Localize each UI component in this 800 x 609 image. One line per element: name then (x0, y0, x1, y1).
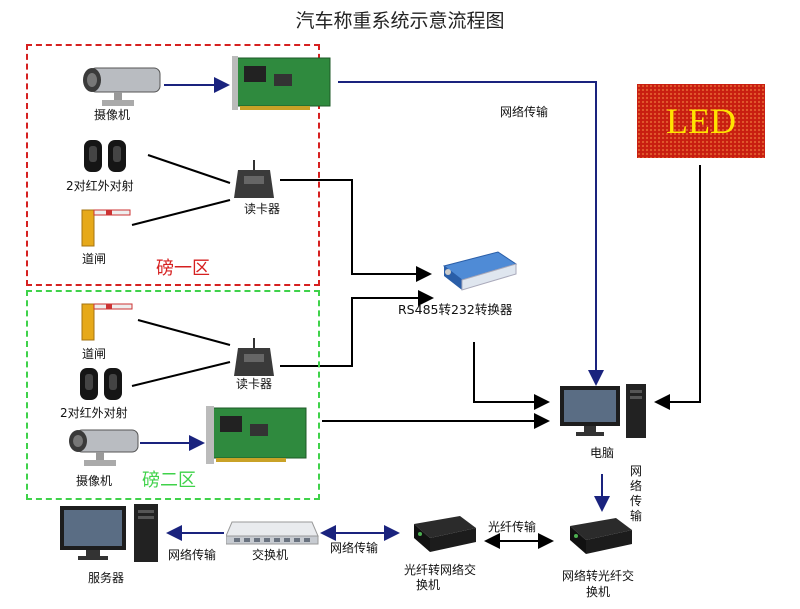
server-label: 服务器 (88, 571, 125, 585)
infrared1-to-reader-line (147, 154, 231, 184)
card-reader-icon (234, 338, 274, 376)
gate-barrier-icon (81, 303, 133, 341)
infrared-1-label: 2对红外对射 (66, 179, 134, 193)
led-text: LED (666, 101, 736, 141)
led-display: LED (637, 84, 765, 158)
fiber-to-network-label-line1: 光纤转网络交 (404, 563, 477, 577)
zone-2-boundary (26, 290, 320, 500)
computer-label: 电脑 (590, 446, 615, 460)
rs485-converter-icon (442, 251, 518, 291)
card-reader-1-label: 读卡器 (244, 202, 281, 216)
infrared-sensor-icon (80, 368, 122, 400)
network-transfer-label-switch: 网络传输 (330, 541, 379, 555)
camera-icon (83, 67, 161, 106)
network-to-fiber-label-line1: 网络转光纤交 (562, 569, 635, 583)
network-transfer-label-server: 网络传输 (168, 548, 217, 562)
capture-card-icon (206, 406, 307, 464)
computer-icon (560, 384, 646, 438)
zone-1-boundary (26, 44, 320, 286)
gate-1-label: 道闸 (82, 252, 107, 266)
infrared-2-label: 2对红外对射 (60, 406, 128, 420)
camera-icon (69, 429, 139, 466)
gate1-to-reader-line (131, 199, 231, 226)
server-icon (60, 504, 158, 562)
converter-to-computer-line (473, 342, 550, 410)
diagram-title: 汽车称重系统示意流程图 (295, 10, 505, 32)
switch-icon (226, 521, 319, 545)
gate-2-label: 道闸 (82, 347, 107, 361)
fiber-network-switch-icon (414, 516, 476, 552)
camera-1-label: 摄像机 (94, 108, 131, 122)
infrared2-to-reader-line (131, 361, 231, 387)
zone-1-label: 磅一区 (156, 258, 210, 279)
switch-label: 交换机 (252, 548, 289, 562)
card-reader-icon (234, 160, 274, 198)
camera-2-label: 摄像机 (76, 474, 113, 488)
network-fiber-switch-icon (570, 518, 632, 554)
network-transfer-label-vertical: 网络传输 (630, 464, 643, 523)
gate-barrier-icon (81, 209, 131, 247)
gate2-to-reader-line (137, 319, 231, 346)
fiber-transfer-label: 光纤传输 (488, 520, 537, 534)
card-reader-2-label: 读卡器 (236, 377, 273, 391)
zone-2-label: 磅二区 (142, 470, 196, 491)
led-to-computer-line (654, 165, 701, 410)
reader1-to-converter-line (280, 179, 432, 282)
fiber-to-network-label-line2: 换机 (416, 578, 441, 592)
reader2-to-converter-line (280, 290, 434, 367)
converter-label: RS485转232转换器 (398, 302, 513, 317)
network-to-fiber-label-line2: 换机 (586, 585, 611, 599)
infrared-sensor-icon (84, 140, 126, 172)
network-transfer-label-top: 网络传输 (500, 105, 549, 119)
capture-card-icon (232, 56, 331, 110)
card1-to-computer-arrow (338, 81, 604, 386)
